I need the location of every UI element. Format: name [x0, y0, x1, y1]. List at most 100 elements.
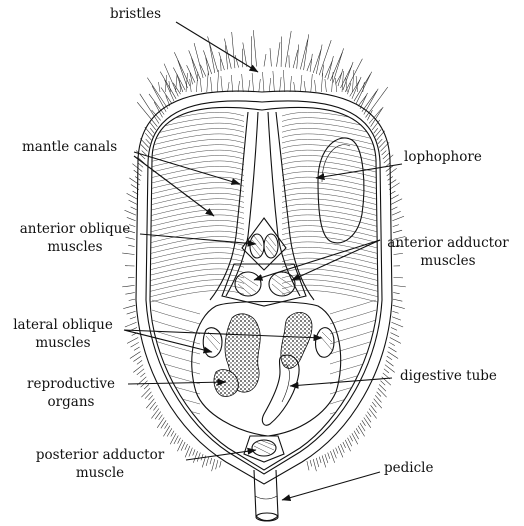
bristle	[285, 31, 291, 67]
bristle	[273, 71, 275, 92]
bristle	[235, 55, 239, 67]
bristle	[186, 73, 188, 92]
label-reproductive-line2: organs	[48, 394, 95, 410]
bristle	[372, 402, 376, 407]
bristle	[174, 436, 178, 445]
bristle	[350, 436, 353, 442]
bristle	[338, 69, 343, 86]
label-anterior-adductor-line2: muscles	[420, 253, 475, 269]
bristle	[384, 369, 389, 373]
bristle	[178, 438, 181, 444]
bristle	[146, 139, 150, 144]
bristle	[221, 76, 223, 92]
bristle	[383, 153, 390, 160]
bristle	[206, 457, 209, 466]
bristle	[377, 392, 381, 397]
bristle	[277, 42, 281, 66]
shell-margin	[146, 101, 382, 474]
bristle	[252, 73, 254, 92]
mantle-hatch-line	[330, 390, 376, 404]
bristle	[369, 109, 382, 124]
bristle	[319, 457, 321, 463]
bristle	[304, 81, 306, 92]
bristle	[393, 285, 405, 287]
bristle	[388, 347, 396, 352]
bristle	[393, 299, 402, 301]
bristle	[133, 365, 143, 373]
bristle	[328, 453, 330, 459]
bristle	[122, 285, 134, 287]
mantle-canal-left-inner	[226, 112, 258, 296]
bristle	[127, 193, 138, 199]
bristle	[392, 317, 401, 320]
label-anterior-oblique-line1: anterior oblique	[20, 221, 131, 237]
bristle	[378, 388, 387, 397]
bristle	[125, 322, 137, 327]
label-anterior-oblique-line2: muscles	[47, 239, 102, 255]
bristle	[140, 373, 145, 377]
bristle	[150, 128, 154, 133]
bristle	[220, 461, 222, 467]
bristle	[389, 342, 395, 345]
bristle	[129, 299, 135, 300]
bristle	[390, 338, 401, 344]
bristle	[352, 433, 358, 444]
bristle	[387, 356, 392, 360]
bristle	[151, 409, 159, 419]
bristle	[157, 418, 164, 428]
bristle	[242, 74, 244, 92]
bristle	[200, 78, 202, 92]
bristle	[369, 409, 377, 419]
mantle-hatching	[150, 112, 378, 424]
pedicle-tip	[256, 513, 278, 521]
bristle	[126, 237, 135, 239]
lophophore-body	[318, 138, 364, 243]
bristle	[352, 70, 354, 92]
bristle	[393, 293, 399, 294]
bristle	[392, 216, 404, 221]
label-bristles: bristles	[110, 6, 161, 22]
bristle	[187, 65, 195, 82]
bristle	[391, 328, 397, 331]
bristle	[336, 448, 338, 454]
bristle	[280, 77, 282, 92]
bristle	[300, 39, 307, 69]
bristle	[333, 449, 336, 458]
bristle	[381, 381, 386, 386]
lateral-oblique-muscle-right	[316, 328, 335, 358]
bristle	[130, 317, 136, 319]
bristle	[319, 40, 331, 75]
bristle	[133, 356, 141, 361]
bristle	[141, 388, 150, 397]
mantle-hatch-line	[330, 310, 376, 324]
bristle	[325, 454, 328, 463]
bristle	[394, 253, 403, 254]
bristle	[125, 293, 134, 295]
bristle	[193, 449, 195, 455]
bristle	[216, 460, 218, 469]
bristle	[128, 245, 134, 246]
bristle	[127, 311, 136, 314]
bristle	[307, 461, 309, 470]
bristle	[345, 440, 350, 451]
posterior-adductor-muscle	[252, 440, 276, 456]
bristle	[127, 338, 138, 344]
bristle	[122, 253, 134, 255]
bristle	[313, 459, 316, 471]
label-anterior-adductor-line1: anterior adductor	[387, 235, 509, 251]
bristle	[212, 459, 215, 471]
bristle	[219, 52, 225, 70]
lateral-oblique-muscle-left	[203, 328, 222, 358]
bristle	[270, 48, 271, 66]
bristle	[248, 80, 250, 92]
bristle	[310, 54, 312, 72]
bristle	[297, 45, 299, 69]
bristle	[197, 453, 200, 462]
bristle	[392, 322, 404, 327]
bristle	[382, 151, 387, 156]
bristle	[379, 385, 386, 392]
bristle	[196, 72, 198, 92]
label-posterior-adductor-line1: posterior adductor	[36, 447, 165, 463]
label-lateral-oblique-line1: lateral oblique	[13, 317, 113, 333]
